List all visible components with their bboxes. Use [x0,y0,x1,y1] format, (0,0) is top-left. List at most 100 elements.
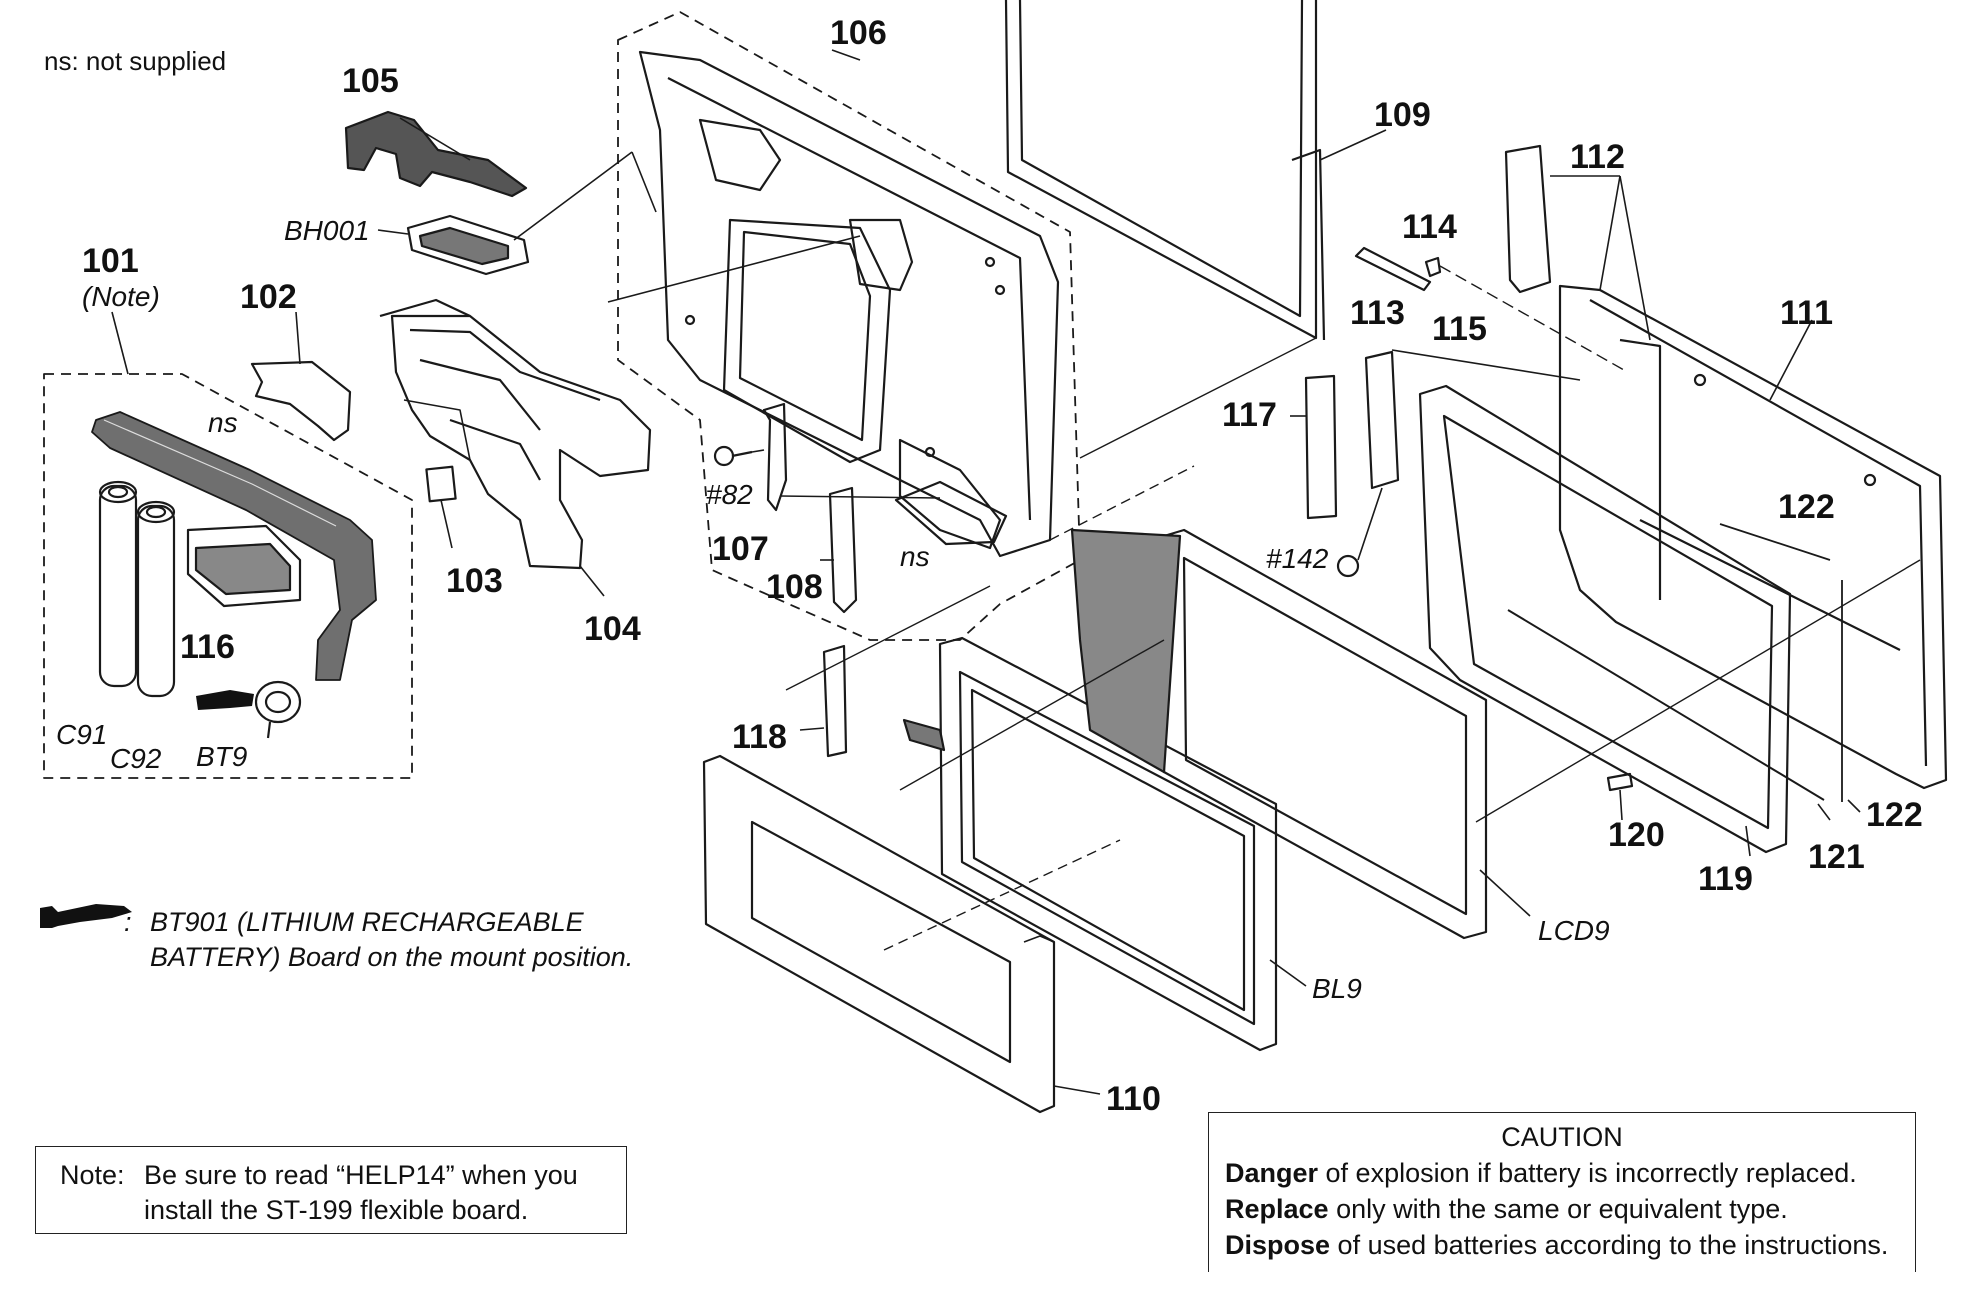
caution-line-2: Replace only with the same or equivalent… [1209,1191,1915,1227]
label-117: 117 [1222,396,1277,434]
part-117-strip [1304,374,1338,520]
caution-box: CAUTION Danger of explosion if battery i… [1208,1112,1916,1272]
note-heading: Note: [60,1160,125,1190]
part-120-tab [1606,772,1634,792]
label-110: 110 [1106,1080,1161,1118]
connector-116 [186,524,302,608]
part-110-panel [702,754,1056,1114]
part-119-frame [1418,384,1792,854]
label-105: 105 [342,62,399,100]
pointing-hand-icon [40,904,132,928]
leader-106 [831,49,861,61]
leader-102 [295,311,301,365]
part-105-flex [344,110,528,198]
label-122a: 122 [1778,488,1835,526]
not-supplied-legend: ns: not supplied [44,46,227,76]
capacitor-c91 [98,480,138,688]
part-bh001-holder [406,214,530,276]
part-115-clip [1424,256,1442,278]
caution-line-1-text: of explosion if battery is incorrectly r… [1318,1158,1857,1188]
label-114: 114 [1402,208,1457,246]
screw-82 [713,445,753,467]
leader-lcd9 [1479,869,1531,917]
battery-mount-note: : BT901 (LITHIUM RECHARGEABLE BATTERY) B… [124,905,634,975]
label-121: 121 [1808,838,1865,876]
label-ns-1: ns [208,407,238,438]
part-122-strip-a [1719,523,1831,561]
leader-105-main [513,151,633,241]
battery-bt9 [254,680,302,739]
part-118-pad [822,644,848,758]
part-113-bracket [1364,350,1400,490]
label-bl9: BL9 [1312,973,1362,1004]
caution-line-2-text: only with the same or equivalent type. [1328,1194,1788,1224]
label-109: 109 [1374,96,1431,134]
label-119: 119 [1698,860,1753,898]
caution-line-2-bold: Replace [1225,1194,1329,1224]
label-106: 106 [830,14,887,52]
note-body: Be sure to read “HELP14” when you instal… [144,1160,578,1225]
label-116: 116 [180,628,235,666]
label-101: 101 [82,242,139,280]
part-bl9-backlight [938,636,1278,1052]
label-108: 108 [766,568,823,606]
caution-line-1-bold: Danger [1225,1158,1319,1188]
label-lcd9: LCD9 [1538,915,1610,946]
label-113: 113 [1350,294,1405,332]
label-101-note: (Note) [82,281,160,312]
leader-111 [1769,319,1813,401]
leader-109 [1319,129,1387,161]
label-107: 107 [712,530,769,568]
label-c92: C92 [110,743,162,774]
label-c91: C91 [56,719,107,750]
label-102: 102 [240,278,297,316]
leader-104 [579,565,605,597]
leader-101 [111,311,129,375]
part-ns-plate [894,480,1008,546]
flex-board-ns [91,411,377,681]
part-103-pad [425,465,457,503]
part-104-frame [379,298,652,570]
caution-line-3: Dispose of used batteries according to t… [1209,1227,1915,1263]
part-108-bracket [828,486,858,614]
leader-bh001 [377,229,409,235]
label-ns-2: ns [900,541,930,572]
pointing-hand-icon-small [196,690,254,710]
caution-line-3-text: of used batteries according to the instr… [1330,1230,1889,1260]
part-102-cover [250,360,352,442]
leader-110 [1053,1085,1101,1095]
part-112-plate [1504,144,1552,294]
caution-title: CAUTION [1501,1122,1623,1152]
help-note-box: Note: Be sure to read “HELP14” when you … [35,1146,627,1234]
label-104: 104 [584,610,641,648]
label-115: 115 [1432,310,1487,348]
label-111: 111 [1780,294,1833,332]
label-122b: 122 [1866,796,1923,834]
caution-line-1: Danger of explosion if battery is incorr… [1209,1155,1915,1191]
label-bt9: BT9 [196,741,247,772]
battery-note-line-1: BT901 (LITHIUM RECHARGEABLE [150,907,584,937]
capacitor-c92 [136,500,176,698]
label-120: 120 [1608,816,1665,854]
caution-line-3-bold: Dispose [1225,1230,1331,1260]
part-111-cabinet [1558,284,1948,790]
leader-bl9 [1269,959,1307,987]
part-106-chassis [638,50,1060,558]
part-109-frame [1004,0,1326,341]
part-107-bracket [762,402,788,512]
assembly-106-outline [617,11,1081,641]
label-screw-82: #82 [706,479,753,510]
part-121-strip [1507,609,1825,801]
battery-note-line-2: BATTERY) Board on the mount position. [150,942,634,972]
label-screw-142: #142 [1266,543,1329,574]
label-118: 118 [732,718,787,756]
label-112: 112 [1570,138,1625,176]
part-lcd9-panel [902,528,1488,940]
leader-119 [1745,825,1751,857]
screw-142 [1336,554,1360,578]
label-bh001: BH001 [284,215,370,246]
battery-note-colon: : [124,907,132,937]
assembly-101-outline [43,373,413,779]
label-103: 103 [446,562,503,600]
